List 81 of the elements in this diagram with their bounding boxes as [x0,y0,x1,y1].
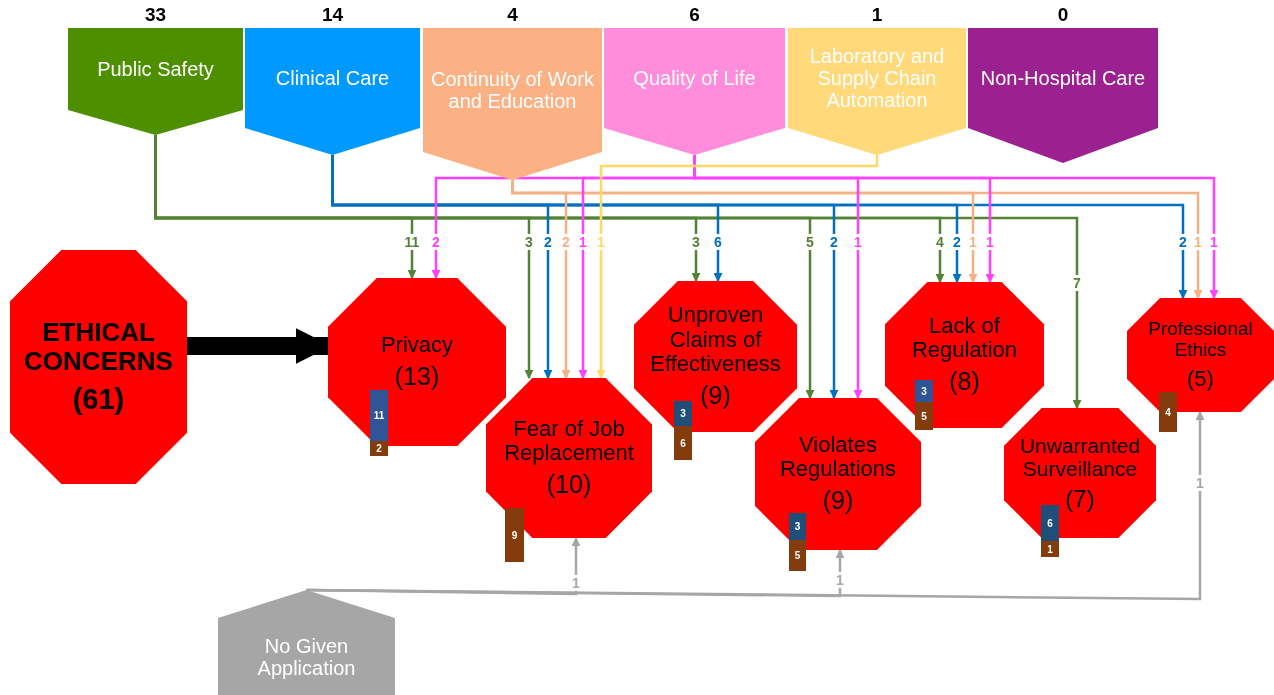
count-bar: 9 [505,508,524,562]
edge-label: 2 [542,233,554,251]
edge-label: 11 [402,233,422,251]
concern-count: (8) [949,368,980,396]
concern-title: Fear of Job Replacement [503,417,635,466]
count-label: 4 [507,4,518,26]
application-label: Laboratory and Supply Chain Automation [808,45,946,111]
count-bar: 2 [370,441,388,456]
application-label: Non-Hospital Care [980,67,1146,89]
edge-label: 2 [1177,233,1189,251]
edge-label: 1 [984,233,996,251]
count-bar: 6 [674,426,692,460]
count-bar: 3 [915,380,933,402]
application-label: Clinical Care [275,67,390,89]
application-banner [218,590,395,695]
concern-count: (10) [546,471,592,499]
edge-label: 3 [690,233,702,251]
edge-label: 6 [712,233,724,251]
count-label: 14 [321,4,344,26]
edge-label: 2 [951,233,963,251]
concern-title: Lack of Regulation [910,314,1019,363]
edge-label: 3 [523,233,535,251]
application-banner [68,28,243,135]
count-label: 6 [689,4,700,26]
stop-octagon [634,281,797,432]
concern-count: (5) [1187,366,1214,391]
edge-label: 1 [967,233,979,251]
edge-label: 2 [430,233,442,251]
concern-title: Unwarranted Surveillance [1018,433,1142,480]
concern-count: (61) [72,383,125,416]
edge-label: 1 [834,571,846,589]
stop-octagon [755,398,921,550]
edge-label: 1 [1192,233,1204,251]
concern-title: Professional Ethics [1147,319,1254,361]
concern-title: Privacy [380,333,454,358]
concern-title: ETHICAL CONCERNS [23,318,174,376]
stop-octagon [10,250,187,484]
edge-label: 1 [1194,474,1206,492]
application-banner [423,28,602,180]
concern-count: (13) [394,363,440,391]
stop-octagon [1004,408,1156,538]
count-bar: 11 [370,390,388,441]
edge-label: 1 [1208,233,1220,251]
concern-count: (7) [1065,485,1095,513]
count-bar: 4 [1159,392,1177,432]
application-banner [788,28,966,155]
edge-label: 1 [570,574,582,592]
count-bar: 5 [789,540,806,571]
stop-octagon [328,278,506,446]
application-label: No Given Application [256,634,357,679]
count-bar: 5 [915,402,933,430]
count-label: 33 [144,4,167,26]
edge-label: 4 [934,233,946,251]
arrow [511,180,1203,299]
edge-label: 5 [804,233,816,251]
stop-octagon [486,378,652,538]
concern-title: Violates Regulations [778,433,898,482]
application-label: Quality of Life [633,67,756,89]
concern-title: Unproven Claims of Effectiveness [649,303,782,377]
application-label: Continuity of Work and Education [430,68,595,112]
edge-label: 2 [560,233,572,251]
count-bar: 3 [674,401,692,426]
count-label: 0 [1057,4,1069,26]
edge-label: 2 [828,233,840,251]
application-banner [604,28,785,155]
concern-count: (9) [822,487,854,515]
edge-label: 1 [852,233,864,251]
count-bar: 1 [1041,541,1059,557]
application-banner [245,28,420,155]
stop-octagon [885,282,1044,428]
edge-label: 1 [577,233,589,251]
edge-label: 1 [595,233,607,251]
application-banner [968,28,1158,163]
application-label: Public Safety [97,58,214,80]
concern-count: (9) [700,382,731,410]
arrow [306,411,1205,601]
edge-label: 7 [1071,274,1083,292]
count-label: 1 [871,4,883,26]
count-bar: 3 [789,513,806,540]
arrow [596,155,879,379]
count-bar: 6 [1041,505,1059,541]
